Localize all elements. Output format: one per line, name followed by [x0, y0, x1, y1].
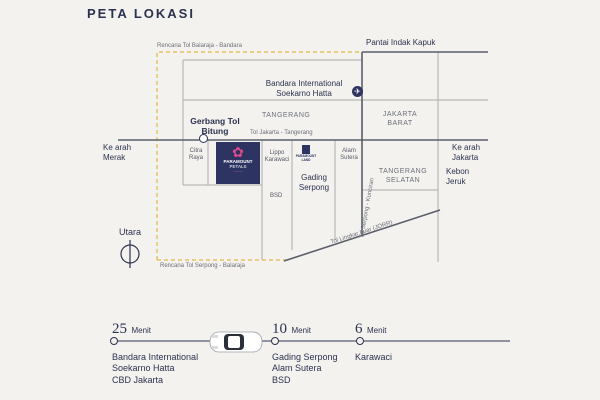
label-ke-arah-merak: Ke arah Merak	[103, 143, 132, 162]
label-citra-raya: Citra Raya	[188, 148, 203, 161]
plane-icon: ✈	[352, 86, 363, 97]
compass-icon	[120, 240, 140, 268]
flower-icon: ✿	[232, 144, 244, 160]
label-ke-arah-jakarta: Ke arah Jakarta	[452, 143, 481, 162]
timeline	[110, 331, 510, 353]
region-jakarta-barat: JAKARTA BARAT	[382, 111, 418, 128]
toll-gate-icon	[199, 134, 208, 143]
label-bsd: BSD	[270, 193, 283, 199]
timeline-dot-1	[110, 337, 118, 345]
planned-toll-balaraja-bandara	[156, 51, 362, 260]
label-gading-serpong: Gading Serpong	[298, 173, 330, 192]
label-toll-serpong-balaraja: Rencana Tol Serpong - Balaraja	[160, 263, 245, 269]
timeline-item-3-time: 6 Menit	[355, 321, 387, 337]
timeline-item-3-places: Karawaci	[355, 352, 393, 362]
label-pantai-indak-kapuk: Pantai Indak Kapuk	[366, 38, 436, 47]
timeline-item-1-places: Bandara International Soekarno Hatta CBD…	[112, 352, 199, 385]
road-jorr	[283, 209, 441, 262]
label-gerbang-tol-bitung: Gerbang Tol Bitung	[190, 116, 240, 137]
region-tangerang: TANGERANG	[262, 112, 311, 119]
label-alam-sutera: Alam Sutera	[340, 148, 358, 161]
compass-label: Utara	[119, 227, 142, 237]
timeline-item-2-places: Gading Serpong Alam Sutera BSD	[272, 352, 338, 385]
paramount-land-logo: PARAMOUNT LAND	[292, 145, 320, 163]
page-title: PETA LOKASI	[87, 6, 195, 21]
paramount-petals-logo: ✿ PARAMOUNT PETALS ———	[216, 142, 260, 184]
label-lippo-karawaci: Lippo Karawaci	[264, 150, 290, 163]
paramount-land-mark-icon	[302, 145, 310, 154]
label-tol-jakarta-tangerang: Tol Jakarta - Tangerang	[250, 130, 313, 136]
timeline-dot-3	[356, 337, 364, 345]
timeline-item-2-time: 10 Menit	[272, 321, 312, 337]
label-kebon-jeruk: Kebon Jeruk	[446, 167, 470, 186]
label-toll-balaraja-bandara: Rencana Tol Balaraja - Bandara	[157, 43, 242, 49]
timeline-dot-2	[271, 337, 279, 345]
label-bandara: Bandara International Soekarno Hatta	[265, 79, 343, 98]
region-tangerang-selatan: TANGERANG SELATAN	[378, 168, 428, 185]
timeline-item-1-time: 25 Menit	[112, 321, 152, 337]
car-icon	[209, 331, 263, 353]
